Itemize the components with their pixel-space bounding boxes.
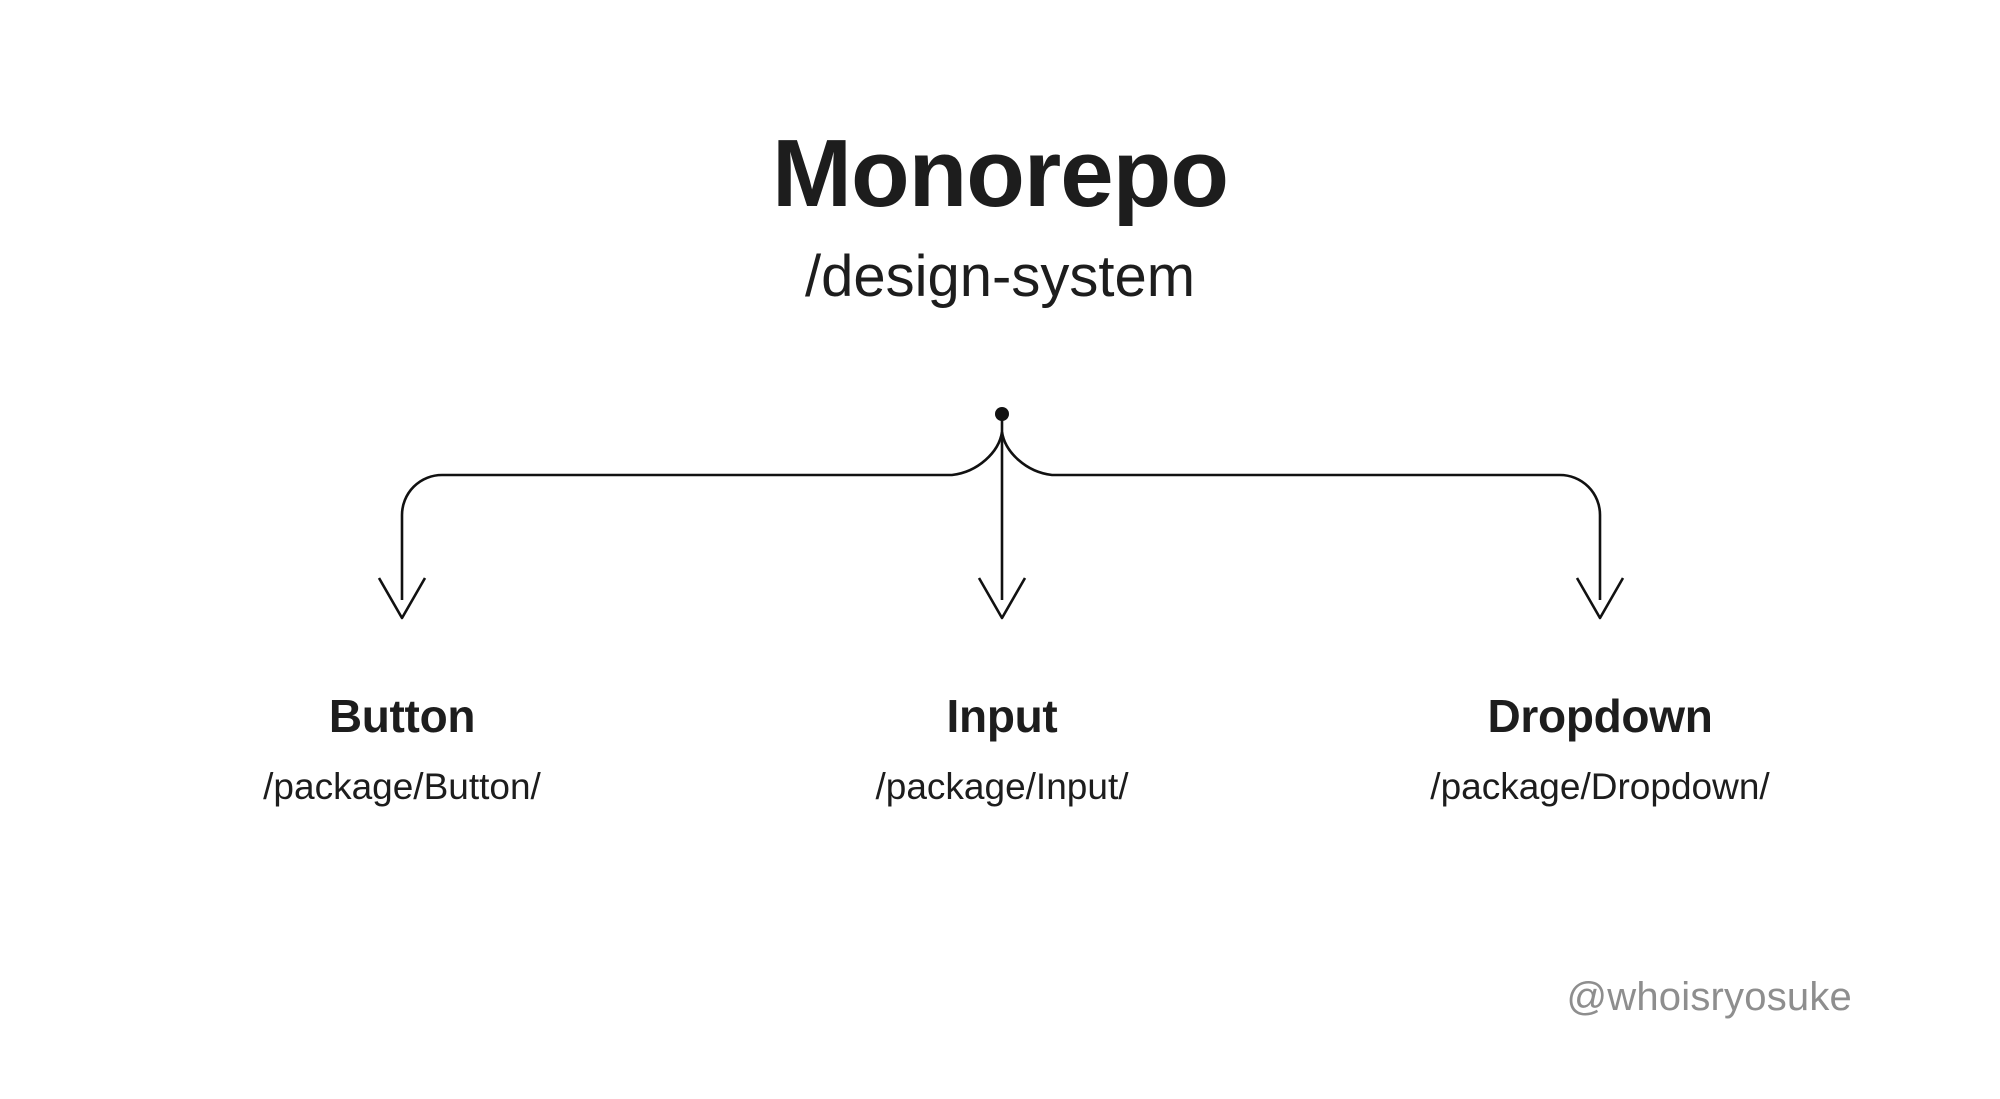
leaf-path-button: /package/Button/ [263, 765, 541, 807]
connector-right-drop [1559, 473, 1602, 600]
origin-dot-icon [995, 407, 1009, 421]
leaf-node-dropdown: Dropdown /package/Dropdown/ [1340, 690, 1860, 809]
leaf-node-input: Input /package/Input/ [742, 690, 1262, 809]
leaf-title-button: Button [328, 690, 476, 742]
arrowhead-icon-input [977, 577, 1027, 620]
leaf-path-input: /package/Input/ [875, 765, 1129, 807]
root-title: Monorepo [772, 120, 1229, 227]
leaf-title-input: Input [946, 690, 1058, 742]
arrowhead-icon-dropdown [1575, 577, 1625, 620]
leaf-title-dropdown: Dropdown [1487, 690, 1713, 742]
connector-left-splay [442, 431, 1004, 477]
watermark-handle: @whoisryosuke [1566, 975, 1852, 1019]
leaf-path-dropdown: /package/Dropdown/ [1430, 765, 1770, 807]
leaf-node-button: Button /package/Button/ [142, 690, 662, 809]
root-path: /design-system [804, 243, 1196, 309]
connector-right-splay [1000, 431, 1560, 477]
leaf-node-row: Button /package/Button/ Input /package/I… [0, 690, 2000, 870]
arrowhead-icon-button [377, 577, 427, 620]
root-node: Monorepo /design-system [0, 120, 2000, 311]
connector-left-drop [400, 473, 443, 600]
